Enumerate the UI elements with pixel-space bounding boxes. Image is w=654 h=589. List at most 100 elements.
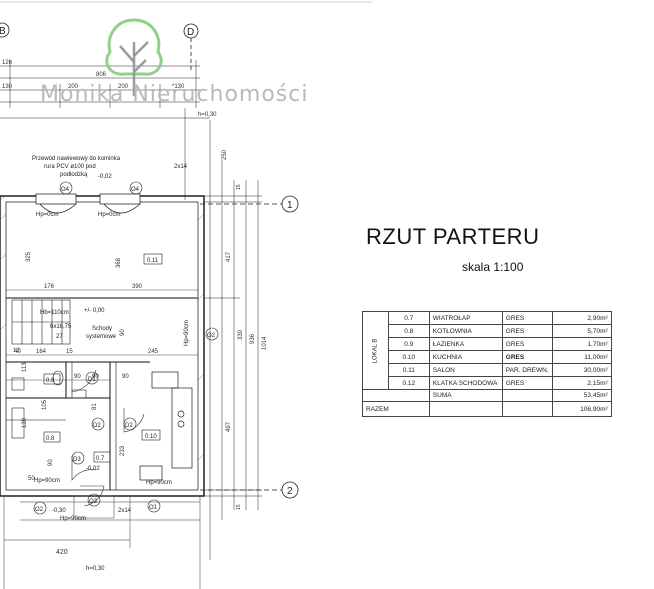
level-top: -0,02 xyxy=(98,174,112,180)
grid-axis-b: B xyxy=(0,22,10,38)
svg-text:2: 2 xyxy=(287,486,293,497)
window-tag-o2a: O2 xyxy=(207,333,216,339)
room-name: WIATROŁAP xyxy=(428,311,503,325)
dim-325: 325 xyxy=(26,251,32,262)
note-stairs-line2: systemowe xyxy=(86,334,117,340)
room-area: 11,00m² xyxy=(551,350,612,364)
kitchen-counter xyxy=(139,371,193,481)
dim-200b: 200 xyxy=(118,84,129,90)
note-flue-line3: podłodzką xyxy=(60,172,88,178)
note-hb110: Hb=110cm xyxy=(40,310,69,316)
dim-90d: 90 xyxy=(120,329,126,336)
watermark-tree-logo xyxy=(105,18,163,96)
sum-value: 53,45m² xyxy=(551,389,612,402)
room-number: 0.9 xyxy=(387,337,430,351)
lokal-label: LOKAL B xyxy=(372,338,379,364)
dim-90c: 90 xyxy=(122,374,129,380)
window-tag-o3: O3 xyxy=(89,499,98,505)
total-value: 106,90m² xyxy=(551,401,612,417)
room-number: 0.10 xyxy=(387,350,430,364)
svg-text:1: 1 xyxy=(287,200,293,211)
door-tag-d2a: D2 xyxy=(93,423,101,429)
room-schedule-table: LOKAL B 0.7 WIATROŁAP GRES 2,90m² 0.8 KO… xyxy=(362,311,612,417)
room-name: SALON xyxy=(428,363,503,377)
room-area: 1,70m² xyxy=(551,337,612,351)
note-hp90-b: Hp=90cm xyxy=(34,478,60,484)
dim-200a: 200 xyxy=(68,84,79,90)
lokal-label-cell: LOKAL B xyxy=(362,311,389,390)
room-number: 0.12 xyxy=(387,376,430,390)
room-area: 5,70m² xyxy=(551,324,612,338)
note-hp0-b: Hp=0cm xyxy=(98,212,121,218)
grid-axis-1: 1 xyxy=(200,195,299,213)
dim-806: 806 xyxy=(96,72,107,78)
room-name: KLATKA SCHODOWA xyxy=(428,376,503,390)
note-stairs-line1: Schody xyxy=(92,326,112,332)
dim-130b: 130 xyxy=(2,84,13,90)
boiler-equipment xyxy=(11,377,25,439)
note-stairs-step: 27 xyxy=(56,334,63,340)
dim-245: 245 xyxy=(148,349,159,355)
sum-row: SUMA 53,45m² xyxy=(362,389,612,402)
note-hp90-c: Hp=90cm xyxy=(146,480,172,486)
room-tag-08: 0.8 xyxy=(46,436,55,442)
wall-hatch xyxy=(0,195,205,461)
note-flue-line1: Przewód nawiewowy do kominka xyxy=(32,156,121,162)
dim-113: 113 xyxy=(22,362,28,372)
room-material: GRES xyxy=(501,350,553,364)
table-row: 0.9 ŁAZIENKA GRES 1,70m² xyxy=(363,337,612,351)
dim-250: 250 xyxy=(222,149,228,160)
svg-text:B: B xyxy=(0,26,6,37)
dim-12: 12 xyxy=(13,348,20,354)
dim-40: 40 xyxy=(14,349,21,355)
svg-text:D: D xyxy=(187,27,194,38)
drawing-title: RZUT PARTERU xyxy=(366,224,540,249)
door-tags xyxy=(71,371,137,465)
note-hp0-a: Hp=0cm xyxy=(36,212,59,218)
table-row: 0.8 KOTŁOWNIA GRES 5,70m² xyxy=(363,324,612,338)
dim-176: 176 xyxy=(44,284,55,290)
bathroom-fixtures xyxy=(52,370,87,399)
right-dimensions xyxy=(204,120,262,560)
door-tag-d2b: D2 xyxy=(125,423,133,429)
window-tag-o4b: O4 xyxy=(131,187,140,193)
inner-dimension-lines xyxy=(6,289,198,381)
room-number: 0.11 xyxy=(387,363,430,377)
exterior-steps xyxy=(3,495,201,589)
table-row: 0.12 KLATKA SCHODOWA GRES 2,15m² xyxy=(363,376,612,390)
room-tag-011: 0.11 xyxy=(147,258,159,264)
staircase xyxy=(11,299,71,345)
note-hp90-d: Hp=90cm xyxy=(60,516,86,522)
room-material: PAR. DREWN. xyxy=(501,363,553,377)
dim-90b: 90 xyxy=(92,374,99,380)
room-area: 2,15m² xyxy=(551,376,612,390)
door-swings xyxy=(71,362,145,507)
dim-330: 330 xyxy=(238,329,244,340)
room-name: KOTŁOWNIA xyxy=(428,324,503,338)
dim-90a: 90 xyxy=(74,374,81,380)
room-material: GRES xyxy=(501,337,553,351)
table-row: LOKAL B 0.7 WIATROŁAP GRES 2,90m² xyxy=(362,311,612,390)
dim-936: 936 xyxy=(250,333,256,344)
room-tag-010: 0.10 xyxy=(145,434,157,440)
dim-50: 50 xyxy=(28,476,35,482)
dim-126: 126 xyxy=(2,60,13,66)
note-lintel-bottom: 2x14 xyxy=(118,508,132,514)
dim-139: 139 xyxy=(22,417,28,428)
dim-390: 390 xyxy=(132,284,143,290)
room-tag-07: 0.7 xyxy=(96,456,105,462)
outer-walls xyxy=(0,195,205,497)
dim-368: 368 xyxy=(116,257,122,268)
dim-233: 233 xyxy=(120,445,126,456)
room-name: KUCHNIA xyxy=(428,350,503,364)
level-main: +/- 0,00 xyxy=(84,308,105,314)
room-area: 30,00m² xyxy=(551,363,612,377)
room-number: 0.8 xyxy=(387,324,430,338)
window-tag-o4a: O4 xyxy=(61,187,70,193)
dim-420: 420 xyxy=(56,549,68,556)
window-openings-top xyxy=(35,193,141,214)
note-stairs-dims: 6x16,75 xyxy=(50,324,72,330)
level-ext-bottom: h=0,30 xyxy=(86,566,105,572)
door-tag-d1: D1 xyxy=(88,377,96,383)
